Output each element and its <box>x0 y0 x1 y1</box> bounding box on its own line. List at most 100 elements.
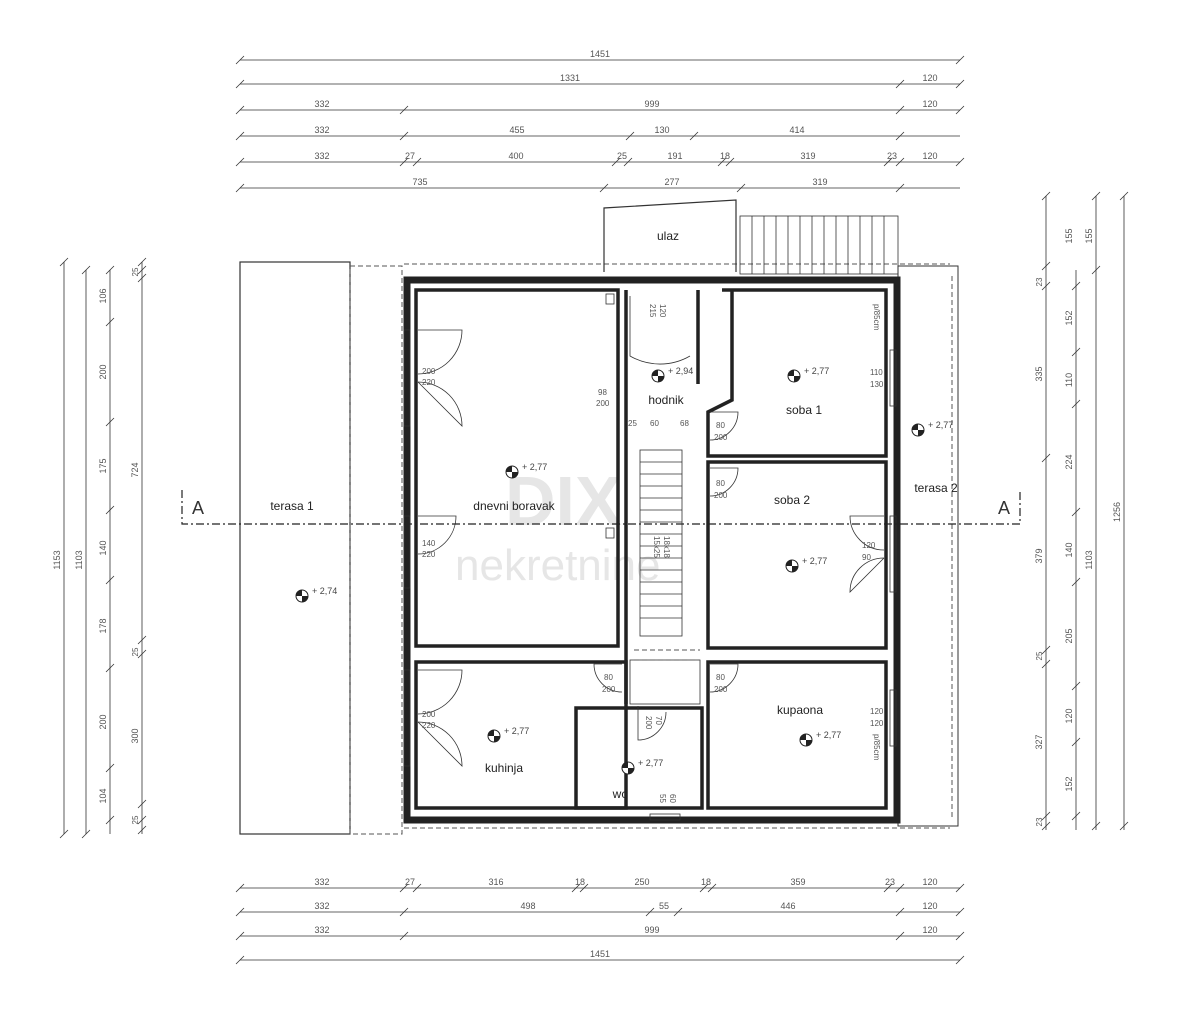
opening-label: 200 <box>714 685 728 694</box>
dim-label: 120 <box>922 73 937 83</box>
dim-label: 178 <box>98 618 108 633</box>
dim-label: 27 <box>405 877 415 887</box>
opening-label: 200 <box>644 716 653 730</box>
opening-label: 90 <box>862 553 871 562</box>
opening-label: 200 <box>602 685 616 694</box>
dim-label: 1103 <box>74 550 84 569</box>
left-dimensions <box>59 257 147 839</box>
dim-label: 316 <box>488 877 503 887</box>
dim-label: 1153 <box>52 550 62 569</box>
dim-label: 152 <box>1064 310 1074 325</box>
room-label-wc: wc <box>612 787 628 801</box>
dim-label: 1451 <box>590 49 610 59</box>
room-label-ulaz: ulaz <box>657 229 679 243</box>
room-label-dnevni-boravak: dnevni boravak <box>473 499 555 513</box>
opening-label: 120 <box>870 719 884 728</box>
level-marker-icon <box>785 559 799 573</box>
opening-label: 25 <box>628 419 637 428</box>
dim-label: 335 <box>1034 366 1044 381</box>
right-dimensions <box>1041 191 1129 831</box>
level-value: + 2,77 <box>816 730 841 740</box>
section-mark-left: A <box>192 498 204 518</box>
exterior-stairs <box>739 215 899 275</box>
dim-label: 414 <box>789 125 804 135</box>
dim-label: 277 <box>664 177 679 187</box>
dim-label: 120 <box>1064 708 1074 723</box>
dim-label: 25 <box>131 267 140 276</box>
opening-label: 220 <box>422 378 436 387</box>
dim-label: 359 <box>790 877 805 887</box>
opening-label: 130 <box>870 380 884 389</box>
dim-label: 152 <box>1064 776 1074 791</box>
dim-label: 332 <box>314 925 329 935</box>
terasa-2 <box>897 265 959 827</box>
dim-label: 104 <box>98 788 108 803</box>
right-dimension-labels: 155 152 110 224 140 120 152 335 379 327 … <box>1034 228 1122 826</box>
dim-label: 155 <box>1084 228 1094 243</box>
level-marker-icon <box>505 465 519 479</box>
bottom-dimension-labels: 332 27 316 18 250 18 359 23 120 332 498 … <box>314 877 937 959</box>
dim-label: 25 <box>131 647 140 656</box>
level-value: + 2,77 <box>638 758 663 768</box>
section-line-a: A A <box>181 490 1021 525</box>
terasa-1 <box>239 261 403 835</box>
watermark: DIX nekretnine <box>455 462 660 590</box>
dim-label: 332 <box>314 151 329 161</box>
dim-label: 18 <box>720 151 730 161</box>
top-dimensions <box>235 55 965 193</box>
dim-label: 120 <box>922 901 937 911</box>
dim-label: 379 <box>1034 548 1044 563</box>
opening-label: 140 <box>422 539 436 548</box>
dim-label: 25 <box>617 151 627 161</box>
windows <box>403 293 897 821</box>
dim-label: 455 <box>509 125 524 135</box>
dim-label: 23 <box>885 877 895 887</box>
dim-label: 140 <box>1064 542 1074 557</box>
dim-label: 110 <box>1064 373 1074 387</box>
room-label-kupaona: kupaona <box>777 703 823 717</box>
dim-label: 224 <box>1064 454 1074 469</box>
room-labels: ulaz hodnik soba 1 soba 2 terasa 1 teras… <box>270 229 958 801</box>
opening-label: 80 <box>716 479 725 488</box>
bottom-dimensions <box>235 883 965 965</box>
dim-label: 23 <box>1035 277 1044 286</box>
dim-label: 1103 <box>1084 550 1094 569</box>
room-label-kuhinja: kuhinja <box>485 761 523 775</box>
opening-labels: 200 220 140 220 200 220 98 200 120 215 1… <box>422 304 884 803</box>
dim-label: 319 <box>812 177 827 187</box>
dim-label: 18 <box>575 877 585 887</box>
level-value: + 2,94 <box>668 366 693 376</box>
opening-label: 120 <box>862 541 876 550</box>
level-value: + 2,77 <box>802 556 827 566</box>
level-marker-icon <box>621 761 635 775</box>
opening-label: 200 <box>714 491 728 500</box>
dim-label: 400 <box>508 151 523 161</box>
dim-label: 155 <box>1064 228 1074 243</box>
dim-label: 200 <box>98 714 108 729</box>
dim-label: 140 <box>98 540 108 555</box>
opening-label: 70 <box>654 716 663 725</box>
dim-label: 250 <box>634 877 649 887</box>
room-label-soba2: soba 2 <box>774 493 810 507</box>
watermark-logo: DIX <box>505 462 622 540</box>
dim-label: 27 <box>405 151 415 161</box>
opening-label: 120 <box>870 707 884 716</box>
dim-label: 300 <box>130 728 140 743</box>
dim-label: 498 <box>520 901 535 911</box>
level-marker-icon <box>295 589 309 603</box>
room-label-terasa1: terasa 1 <box>270 499 314 513</box>
opening-label: 55 <box>658 794 667 803</box>
dim-label: 120 <box>922 925 937 935</box>
room-label-hodnik: hodnik <box>648 393 684 407</box>
level-marker-icon <box>787 369 801 383</box>
opening-label: p/85cm <box>872 734 881 761</box>
dim-label: 200 <box>98 364 108 379</box>
dim-label: 55 <box>659 901 669 911</box>
opening-label: 15x25 <box>652 536 661 558</box>
opening-label: 200 <box>422 710 436 719</box>
opening-label: 68 <box>680 419 689 428</box>
opening-label: 200 <box>422 367 436 376</box>
dim-label: 18 <box>701 877 711 887</box>
opening-label: p/85cm <box>872 304 881 331</box>
